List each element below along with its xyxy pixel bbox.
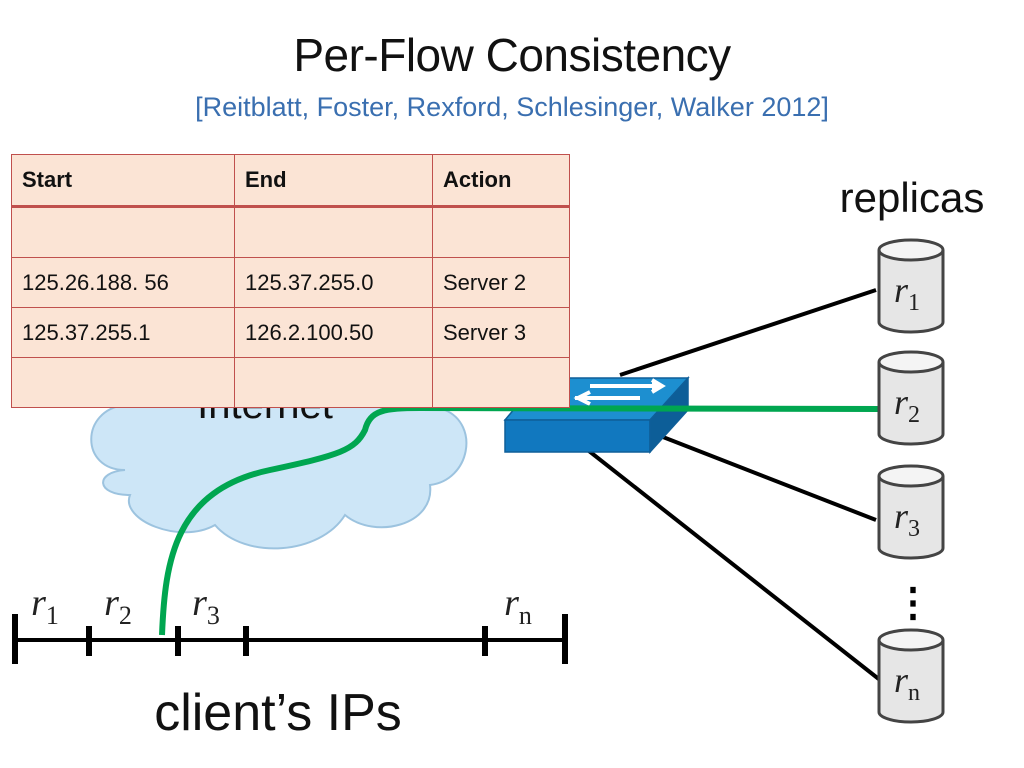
flow-path: [159, 404, 881, 636]
replica-group: r1 r2 r3 rn: [877, 238, 945, 724]
table-row: 125.26.188. 56 125.37.255.0 Server 2: [11, 257, 570, 308]
table-cell: 125.26.188. 56: [11, 257, 235, 308]
server-cylinder-icon: rn: [877, 628, 945, 724]
ip-range-label: r3: [192, 582, 220, 630]
ip-axis: [12, 614, 568, 664]
ip-range-label: r2: [104, 582, 132, 630]
replica-label: r3: [894, 496, 920, 542]
replica-label: rn: [894, 660, 920, 706]
flow-table: Start End Action 125.26.188. 56 125.37.2…: [11, 154, 570, 408]
citation: [Reitblatt, Foster, Rexford, Schlesinger…: [195, 92, 829, 122]
server-cylinder-icon: r1: [877, 238, 945, 334]
clients-label: client’s IPs: [154, 684, 402, 742]
ip-range-labels: r1 r2 r3 rn: [31, 582, 532, 630]
slide-title: Per-Flow Consistency: [293, 29, 731, 81]
link-rn: [573, 438, 882, 682]
server-cylinder-icon: r2: [877, 350, 945, 446]
table-cell: [11, 357, 235, 408]
table-cell: 126.2.100.50: [234, 307, 433, 358]
ellipsis: ⋮: [893, 581, 933, 625]
links: [573, 288, 882, 682]
column-header-end: End: [234, 154, 433, 208]
server-cylinder-icon: r3: [877, 464, 945, 560]
table-cell: 125.37.255.1: [11, 307, 235, 358]
table-cell: Server 3: [432, 307, 570, 358]
table-cell: [432, 206, 570, 258]
replica-label: r2: [894, 382, 920, 428]
table-cell: [234, 357, 433, 408]
ip-range-label: rn: [504, 582, 532, 630]
table-cell: 125.37.255.0: [234, 257, 433, 308]
table-header-row: Start End Action: [11, 154, 570, 208]
table-cell: [11, 206, 235, 258]
table-cell: Server 2: [432, 257, 570, 308]
link-r3: [644, 428, 877, 522]
replicas-label: replicas: [840, 174, 985, 221]
ip-range-label: r1: [31, 582, 59, 630]
column-header-action: Action: [432, 154, 570, 208]
replica-label: r1: [894, 270, 920, 316]
column-header-start: Start: [11, 154, 235, 208]
table-row: [11, 357, 570, 408]
table-cell: [234, 206, 433, 258]
table-cell: [432, 357, 570, 408]
table-row: 125.37.255.1 126.2.100.50 Server 3: [11, 307, 570, 358]
table-row: [11, 206, 570, 258]
link-r1: [619, 288, 877, 377]
